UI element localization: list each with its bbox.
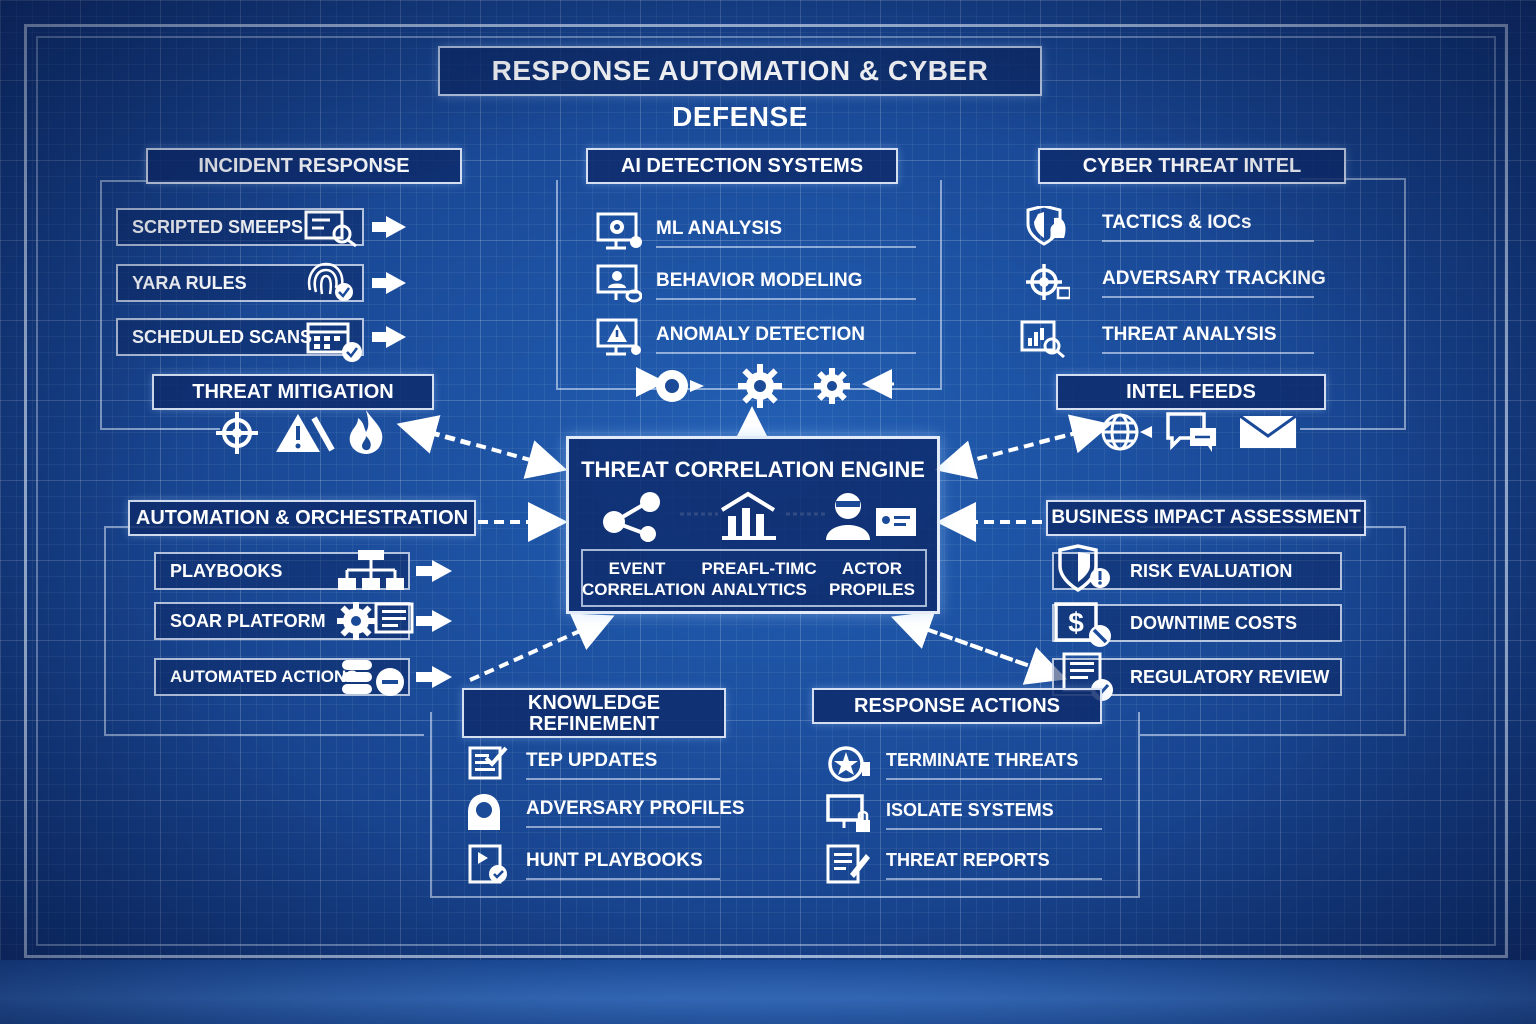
engine-title: THREAT CORRELATION ENGINE xyxy=(581,457,925,482)
svg-text:$: $ xyxy=(1068,607,1084,638)
row-tep-updates[interactable]: TEP UPDATES xyxy=(466,744,720,784)
row-label: ANOMALY DETECTION xyxy=(656,324,866,345)
item-label: SCRIPTED SMEEPS xyxy=(132,217,304,237)
item-arrow-3 xyxy=(372,326,406,348)
item-label: RISK EVALUATION xyxy=(1130,561,1293,581)
flowchart-icon xyxy=(338,550,404,590)
report-icon xyxy=(826,844,870,884)
monitor-warning-icon xyxy=(596,318,641,356)
row-isolate-systems[interactable]: ISOLATE SYSTEMS xyxy=(826,794,1102,834)
code-search-icon xyxy=(304,210,357,248)
row-label: ADVERSARY TRACKING xyxy=(1102,268,1326,289)
crosshair-icon xyxy=(216,412,258,454)
fire-icon xyxy=(349,410,383,454)
item-arrow-4 xyxy=(416,560,452,582)
row-ml-analysis[interactable]: ML ANALYSIS xyxy=(596,212,916,252)
calendar-check-icon xyxy=(306,322,362,362)
isolate-monitor-icon xyxy=(826,794,870,832)
header-response-actions: RESPONSE ACTIONS xyxy=(812,688,1102,724)
row-label: THREAT REPORTS xyxy=(886,850,1050,870)
row-label: TACTICS & IOCs xyxy=(1102,212,1252,233)
row-behavior-modeling[interactable]: BEHAVIOR MODELING xyxy=(596,264,916,304)
row-anomaly-detection[interactable]: ANOMALY DETECTION xyxy=(596,318,916,358)
row-label: ML ANALYSIS xyxy=(656,218,782,239)
row-label: THREAT ANALYSIS xyxy=(1102,324,1277,345)
hooded-user-icon xyxy=(468,794,500,830)
globe-icon xyxy=(1101,413,1152,451)
row-label: HUNT PLAYBOOKS xyxy=(526,850,703,871)
gear-icon xyxy=(738,364,782,408)
warning-triangle-icon xyxy=(276,414,335,452)
header-automation: AUTOMATION & ORCHESTRATION xyxy=(128,500,476,536)
header-business-impact: BUSINESS IMPACT ASSESSMENT xyxy=(1046,500,1366,536)
header-threat-mitigation: THREAT MITIGATION xyxy=(152,374,434,410)
item-arrow-2 xyxy=(372,272,406,294)
item-arrow-6 xyxy=(416,666,452,688)
fingerprint-check-icon xyxy=(307,262,353,301)
row-label: ISOLATE SYSTEMS xyxy=(886,800,1054,820)
shield-knight-icon xyxy=(1026,206,1066,246)
gear-small-icon xyxy=(814,368,850,404)
terminate-icon xyxy=(828,746,870,782)
header-ai-detection: AI DETECTION SYSTEMS xyxy=(586,148,898,184)
item-arrow-1 xyxy=(372,216,406,238)
hacker-id-icon xyxy=(826,493,916,540)
row-hunt-playbooks[interactable]: HUNT PLAYBOOKS xyxy=(466,844,720,884)
item-label: DOWNTIME COSTS xyxy=(1130,613,1297,633)
monitor-gear-icon xyxy=(596,212,642,250)
item-label: REGULATORY REVIEW xyxy=(1130,667,1330,687)
item-label: AUTOMATED ACTIONS xyxy=(170,667,358,686)
checklist-icon xyxy=(468,746,508,780)
item-arrow-5 xyxy=(416,610,452,632)
header-cyber-threat-intel: CYBER THREAT INTEL xyxy=(1038,148,1346,184)
arrow-automated-engine xyxy=(469,613,615,682)
playbook-icon xyxy=(468,844,507,884)
row-threat-analysis[interactable]: THREAT ANALYSIS xyxy=(1020,318,1314,358)
share-nodes-icon xyxy=(603,492,660,542)
monitor-user-icon xyxy=(596,264,642,303)
header-incident-response: INCIDENT RESPONSE xyxy=(146,148,462,184)
arrow-engine-mitigation xyxy=(396,415,471,454)
target-icon xyxy=(1026,264,1070,300)
page-title: RESPONSE AUTOMATION & CYBER DEFENSE xyxy=(438,46,1042,132)
row-terminate-threats[interactable]: TERMINATE THREATS xyxy=(826,744,1102,784)
item-label: SCHEDULED SCANS xyxy=(132,327,313,347)
lens-icon xyxy=(656,370,704,402)
row-label: TERMINATE THREATS xyxy=(886,750,1079,770)
header-intel-feeds: INTEL FEEDS xyxy=(1056,374,1326,410)
gear-screen-icon xyxy=(337,602,414,640)
row-tactics-iocs[interactable]: TACTICS & IOCs xyxy=(1024,206,1314,246)
row-adversary-tracking[interactable]: ADVERSARY TRACKING xyxy=(1024,262,1326,302)
row-label: BEHAVIOR MODELING xyxy=(656,270,863,291)
database-minus-icon xyxy=(342,660,404,696)
chat-icon xyxy=(1166,412,1216,452)
row-label: ADVERSARY PROFILES xyxy=(526,798,745,819)
item-label: SOAR PLATFORM xyxy=(170,611,326,631)
item-label: PLAYBOOKS xyxy=(170,561,283,581)
item-label: YARA RULES xyxy=(132,273,247,293)
bar-chart-icon xyxy=(720,491,776,540)
mail-icon xyxy=(1239,414,1297,448)
arrow-engine-feeds xyxy=(1039,414,1112,454)
dollar-icon: $ xyxy=(1054,602,1111,647)
row-threat-reports[interactable]: THREAT REPORTS xyxy=(826,844,1102,884)
row-label: TEP UPDATES xyxy=(526,750,658,771)
row-adversary-profiles[interactable]: ADVERSARY PROFILES xyxy=(466,792,745,832)
chart-search-icon xyxy=(1020,320,1065,358)
shield-alert-icon xyxy=(1058,544,1110,593)
